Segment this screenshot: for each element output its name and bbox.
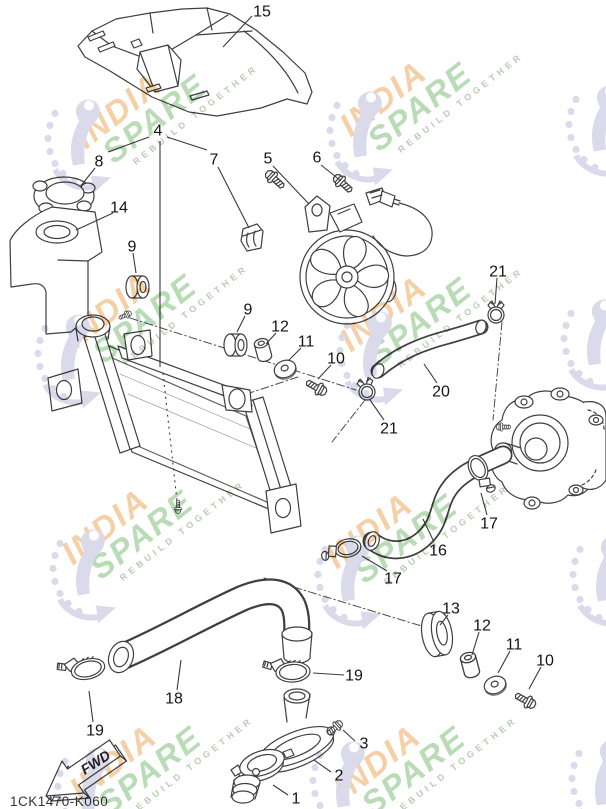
clip-part-21: [487, 300, 505, 324]
part-number-label: 20: [432, 384, 450, 401]
leader-line: [342, 729, 356, 742]
part-number-label: 3: [360, 736, 369, 753]
leader-line: [320, 164, 342, 182]
leader-line: [313, 759, 332, 773]
part-number-label: 15: [253, 4, 271, 21]
leader-line: [88, 690, 94, 723]
part-number-label: 17: [384, 571, 402, 588]
part-number-label: 19: [345, 668, 363, 685]
bolt-part-10: [511, 688, 539, 712]
part-number-label: 6: [313, 150, 322, 167]
fan-motor-assembly: [299, 187, 433, 325]
part-number-label: 11: [506, 637, 523, 654]
diagram-code: 1CK1470-K060: [10, 794, 108, 809]
leader-line: [471, 631, 480, 656]
hose-part-18: [107, 578, 313, 674]
leader-line: [369, 399, 385, 421]
grommet-part-9: [125, 275, 150, 299]
grommet-part-9: [223, 333, 248, 357]
leader-line: [176, 659, 182, 691]
part-number-label: 2: [335, 768, 344, 785]
part-number-label: 14: [110, 200, 128, 217]
water-pump-assembly: [490, 387, 606, 510]
part-number-label: 10: [327, 351, 345, 368]
part-number-label: 17: [480, 516, 498, 533]
hose-clamp-part-17: [318, 535, 364, 564]
leader-line: [132, 252, 137, 274]
part-number-label: 18: [165, 691, 183, 708]
part-number-label: 7: [210, 152, 219, 169]
part-number-label: 21: [489, 264, 507, 281]
bolt-part-10: [302, 375, 330, 399]
part-number-label: 21: [380, 421, 398, 438]
part-number-label: 19: [86, 723, 104, 740]
part-number-label: 13: [442, 601, 460, 618]
leader-line: [236, 315, 246, 333]
leader-line: [265, 332, 277, 345]
collar-part-12: [458, 650, 482, 680]
leader-line: [497, 650, 511, 674]
bolt-part-5: [261, 166, 289, 193]
leader-line: [75, 212, 114, 231]
cover-part-15: [77, 7, 313, 117]
damper-part-7: [240, 223, 264, 252]
part-number-label: 4: [154, 123, 163, 140]
leader-line: [423, 363, 438, 384]
part-number-label: 16: [429, 543, 447, 560]
part-number-label: 12: [271, 319, 289, 336]
leader-line: [439, 614, 449, 626]
leader-line: [217, 166, 250, 229]
leader-line: [361, 555, 388, 572]
leader-line: [222, 15, 253, 48]
leader-line: [528, 666, 542, 690]
leader-line: [480, 492, 488, 516]
part-number-label: 9: [244, 302, 253, 319]
thermostat-part-1: [230, 748, 295, 804]
leader-line: [494, 277, 498, 305]
leader-line: [422, 518, 435, 543]
leader-line: [288, 347, 302, 361]
leader-line: [107, 136, 150, 153]
hose-clamp-part-19: [54, 650, 108, 687]
leader-line: [317, 364, 332, 380]
part-number-label: 10: [536, 653, 554, 670]
clip-part-21: [355, 376, 378, 403]
collar-part-12: [252, 336, 274, 364]
reservoir-tank-part-14: [9, 206, 103, 335]
leader-line: [166, 136, 208, 151]
part-number-label: 1: [292, 791, 301, 808]
washer-part-11: [481, 672, 510, 699]
leader-line: [312, 672, 345, 676]
part-number-label: 11: [298, 334, 315, 351]
part-number-label: 9: [128, 239, 137, 256]
part-number-label: 8: [95, 154, 104, 171]
leader-line: [272, 165, 310, 205]
part-number-label: 5: [264, 151, 273, 168]
part-number-label: 12: [473, 618, 491, 635]
leader-line: [272, 784, 289, 796]
